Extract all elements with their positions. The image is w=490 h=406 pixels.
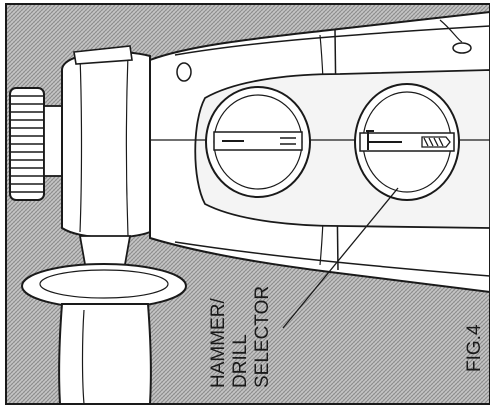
callout-leader-line — [282, 187, 399, 329]
left-selector-dial-icon — [205, 86, 311, 198]
callout-label-line-1: HAMMER/ — [208, 298, 229, 388]
drill-bit-symbol-icon — [421, 136, 451, 148]
hammer-symbol-icon — [366, 130, 402, 150]
callout-label-line-2: DRILL — [230, 334, 251, 388]
depth-stop-knob-icon — [9, 87, 63, 201]
hammer-drill-selector-dial-icon — [354, 83, 460, 201]
callout-label-line-3: SELECTOR — [252, 286, 273, 388]
side-handle-icon — [21, 45, 187, 405]
figure-label: FIG.4 — [464, 324, 485, 372]
